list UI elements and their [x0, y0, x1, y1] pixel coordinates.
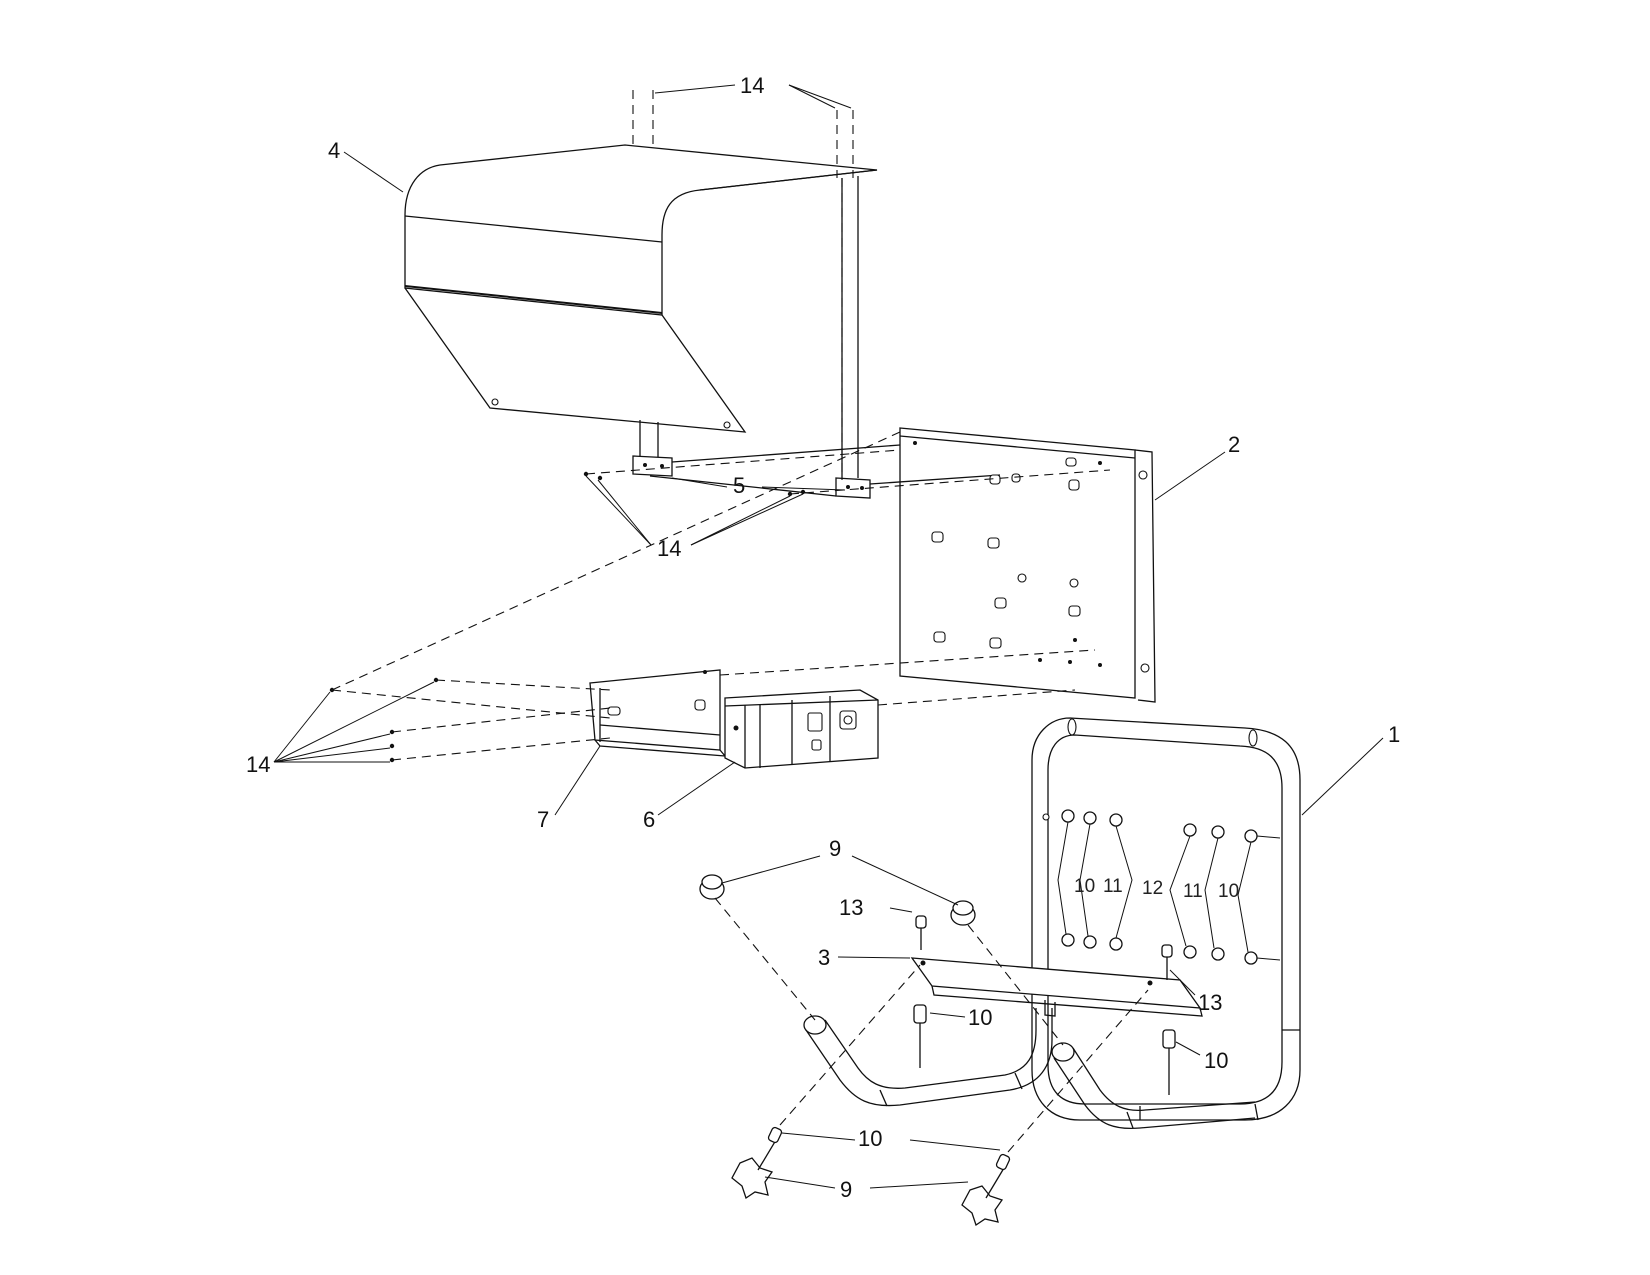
callout-5: 5 [733, 473, 745, 498]
callout-labels: 4 2 1 5 14 14 14 7 6 9 13 3 10 13 10 10 … [246, 73, 1400, 1202]
callout-11-frame-right: 11 [1183, 881, 1203, 902]
part-3-cross-bar [910, 957, 1203, 1017]
part-5-brackets [632, 444, 1001, 499]
callout-10-bar-right: 10 [1204, 1048, 1228, 1073]
callout-13-left: 13 [839, 895, 863, 920]
callout-10-frame-left: 10 [1074, 876, 1095, 897]
callout-3: 3 [818, 945, 830, 970]
callout-4: 4 [328, 138, 340, 163]
part-1-frame [1031, 717, 1301, 1121]
lower-frame-tubes [803, 1008, 1256, 1130]
callout-1: 1 [1388, 722, 1400, 747]
callout-10-bottom: 10 [858, 1126, 882, 1151]
fastener-paths-14 [329, 90, 1111, 763]
part-7-channel-bracket [589, 669, 727, 757]
callout-9-top: 9 [829, 836, 841, 861]
callout-2: 2 [1228, 432, 1240, 457]
callout-6: 6 [643, 807, 655, 832]
callout-10-frame-right: 10 [1218, 881, 1239, 902]
callout-9-bottom: 9 [840, 1177, 852, 1202]
fasteners [699, 809, 1281, 1227]
part-2-mounting-plate [899, 427, 1156, 703]
callout-14-left: 14 [246, 752, 270, 777]
callout-14-top: 14 [740, 73, 764, 98]
part-6-control-box [724, 689, 879, 769]
callout-12: 12 [1142, 878, 1163, 899]
part-4-hood [404, 144, 878, 478]
callout-13-right: 13 [1198, 990, 1222, 1015]
callout-11-frame-left: 11 [1103, 876, 1123, 897]
callout-14-middle: 14 [657, 536, 681, 561]
leader-lines [273, 84, 1384, 1189]
callout-10-bar-left: 10 [968, 1005, 992, 1030]
callout-7: 7 [537, 807, 549, 832]
